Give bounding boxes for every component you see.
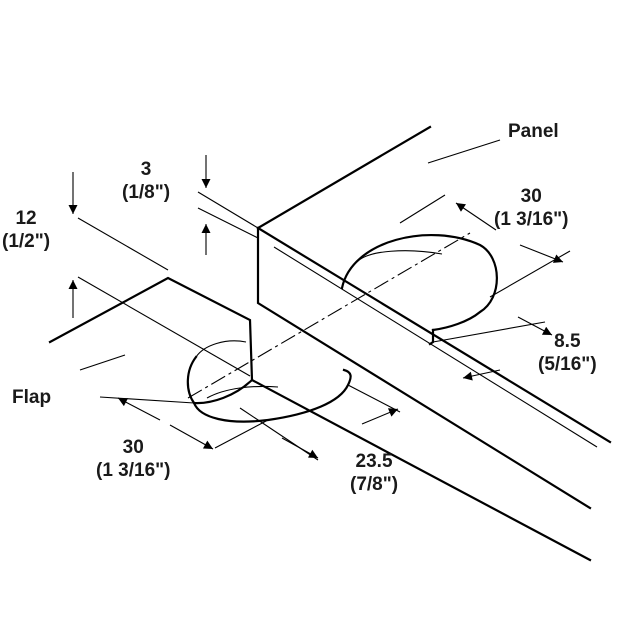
- dim-panel-thickness: [197, 155, 259, 255]
- panel-label: Panel: [508, 121, 559, 142]
- flap-thickness-label: 12 (1/2"): [2, 208, 51, 252]
- panel-leader: [427, 139, 501, 164]
- dim-panel-bore-diameter: [399, 194, 571, 298]
- panel-bore: [340, 233, 498, 346]
- dim-flap-bore-offset: [239, 384, 401, 461]
- panel-bore-offset-label: 8.5 (5/16"): [538, 331, 597, 375]
- dim-panel-bore-offset: [432, 316, 553, 381]
- panel-bore-diameter-label: 30 (1 3/16"): [494, 186, 569, 230]
- flap-leader: [79, 354, 126, 371]
- dim-flap-thickness: [68, 172, 251, 377]
- panel-thickness-label: 3 (1/8"): [122, 159, 171, 203]
- flap-bore: [192, 368, 352, 423]
- flap-bore-offset-label: 23.5 (7/8"): [350, 451, 399, 495]
- flap-bore-diameter-label: 30 (1 3/16"): [96, 437, 171, 481]
- center-axis: [187, 232, 471, 399]
- flap-body: [48, 276, 592, 562]
- dim-flap-bore-diameter: [99, 396, 269, 450]
- flap-label: Flap: [12, 387, 52, 408]
